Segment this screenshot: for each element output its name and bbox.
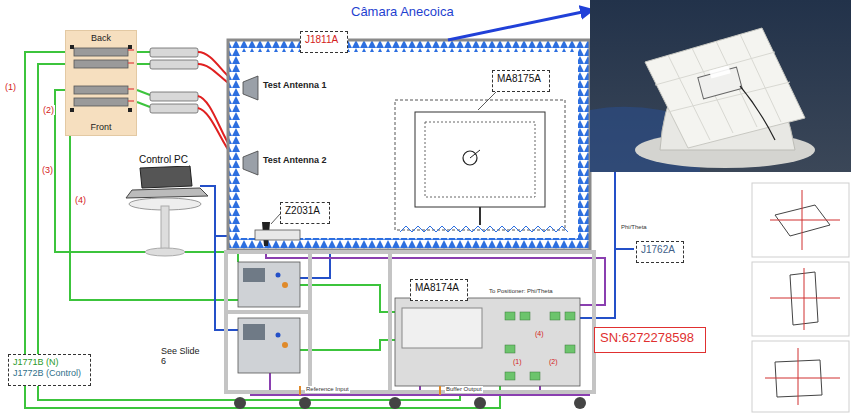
antenna-label: Test Antenna 1: [262, 80, 328, 90]
node-text: SN:6272278598: [600, 330, 694, 346]
node-text: MA8174A: [415, 282, 459, 294]
note-label: See Slide 6: [160, 346, 202, 367]
callout-label: MA8174A: [410, 279, 468, 301]
photo-caption: Câmara Anecoica: [350, 5, 455, 20]
callout-label: J1811A: [300, 31, 348, 53]
node-text: Z2031A: [285, 205, 320, 217]
port-label: Phi/Theta: [620, 224, 648, 231]
port-label: To Positioner: Phi/Theta: [488, 288, 554, 295]
callout-number: (3): [41, 165, 54, 175]
pc-label: Control PC: [138, 154, 189, 166]
node-text: Back: [91, 33, 111, 44]
patch-panel: BackFront: [65, 30, 137, 136]
callout-number: (1): [4, 82, 17, 92]
callout-number: (1): [512, 358, 523, 366]
node-text: J1811A: [305, 34, 338, 46]
callout-number: (4): [534, 330, 545, 338]
port-label: Reference Input: [305, 386, 350, 393]
callout-label: J1762A: [636, 241, 684, 263]
callout-number: (4): [74, 195, 87, 205]
callout-label: Z2031A: [280, 202, 330, 224]
node-text: J1771B (N): [13, 357, 59, 368]
antenna-label: Test Antenna 2: [262, 155, 328, 165]
node-text: MA8175A: [497, 73, 541, 85]
port-label: Buffer Output: [445, 386, 483, 393]
callout-number: (2): [42, 105, 55, 115]
cable-callout: J1771B (N)J1772B (Control): [8, 354, 91, 386]
node-text: J1762A: [641, 244, 675, 256]
callout-number: (2): [548, 358, 559, 366]
serial-number-box: SN:6272278598: [594, 327, 706, 353]
node-text: Front: [90, 122, 111, 133]
node-text: J1772B (Control): [13, 368, 81, 379]
callout-label: MA8175A: [492, 70, 550, 92]
